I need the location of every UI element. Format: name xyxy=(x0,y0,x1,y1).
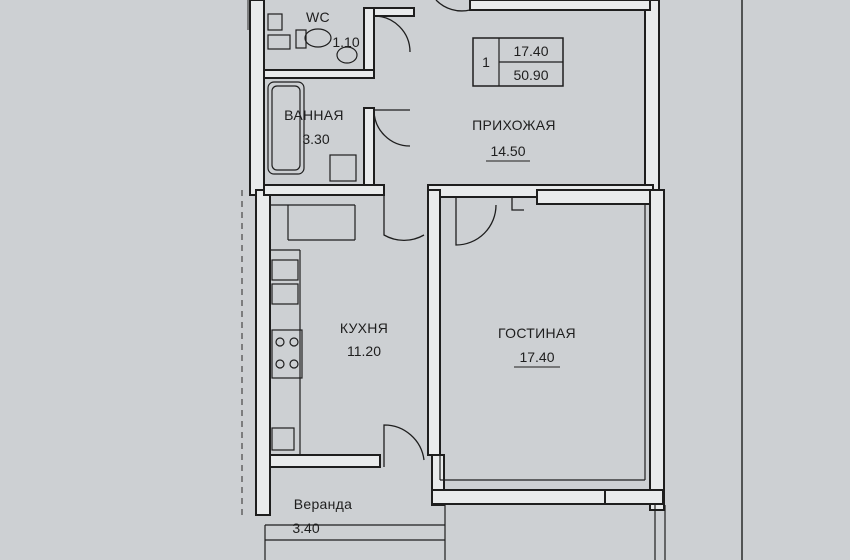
fixtures xyxy=(267,13,358,451)
hallway-area: 14.50 xyxy=(490,143,525,159)
summary-rooms: 1 xyxy=(482,54,490,70)
burner-1 xyxy=(275,337,285,347)
bathtub-inner xyxy=(271,85,301,171)
doors xyxy=(373,0,524,467)
summary-box: 1 17.40 50.90 xyxy=(472,37,564,87)
wall-living-top xyxy=(536,189,661,205)
veranda-name: Веранда xyxy=(294,496,352,512)
room-labels: WC 1.10 ВАННАЯ 3.30 ПРИХОЖАЯ 14.50 КУХНЯ… xyxy=(284,9,576,536)
toilet-tank xyxy=(295,29,307,49)
wc-name: WC xyxy=(306,9,330,25)
burner-3 xyxy=(275,359,285,369)
living-name: ГОСТИНАЯ xyxy=(498,325,576,341)
bathroom-name: ВАННАЯ xyxy=(284,107,344,123)
door-living xyxy=(455,196,497,246)
hallway-name: ПРИХОЖАЯ xyxy=(472,117,556,133)
wall-left-upper xyxy=(249,0,265,196)
wall-living-bottom xyxy=(431,489,613,505)
kitchen-area: 11.20 xyxy=(347,343,381,359)
wall-bath-bottom xyxy=(263,184,385,196)
door-entry xyxy=(435,0,471,12)
door-wc xyxy=(373,15,411,53)
veranda-area: 3.40 xyxy=(292,520,319,536)
wc-area: 1.10 xyxy=(332,34,359,50)
wc-cistern xyxy=(267,34,291,50)
wall-wc-bath xyxy=(263,69,375,79)
wall-right-lower xyxy=(649,189,665,511)
door-veranda xyxy=(383,424,425,467)
wall-right-upper xyxy=(644,0,660,191)
walls xyxy=(249,0,665,516)
wall-top-hall xyxy=(469,0,651,11)
door-kitchen xyxy=(383,195,425,242)
stove xyxy=(271,329,303,379)
kitchen-sink-bowl-2 xyxy=(271,283,299,305)
wall-wc-top xyxy=(373,7,415,17)
toilet-bowl xyxy=(304,28,332,48)
wc-cabinet xyxy=(267,13,283,31)
wall-kitchen-bottom xyxy=(269,454,381,468)
inner-lines xyxy=(264,204,666,560)
wall-kitchen-living xyxy=(427,189,441,456)
bathroom-area: 3.30 xyxy=(302,131,329,147)
summary-total-area: 50.90 xyxy=(513,67,548,83)
wall-living-bottom-right xyxy=(604,489,664,505)
wall-wc-right xyxy=(363,7,375,71)
door-small-marker xyxy=(511,196,524,211)
kitchen-name: КУХНЯ xyxy=(340,320,388,336)
wall-bath-right xyxy=(363,107,375,189)
bathtub xyxy=(267,81,305,175)
summary-living-area: 17.40 xyxy=(513,43,548,59)
burner-2 xyxy=(289,337,299,347)
wc-sink xyxy=(336,46,358,64)
living-area: 17.40 xyxy=(519,349,554,365)
burner-4 xyxy=(289,359,299,369)
door-bath xyxy=(373,109,411,147)
kitchen-appliance xyxy=(271,427,295,451)
wall-left-lower xyxy=(255,189,271,516)
kitchen-sink-bowl-1 xyxy=(271,259,299,281)
shower-tray xyxy=(329,154,357,182)
